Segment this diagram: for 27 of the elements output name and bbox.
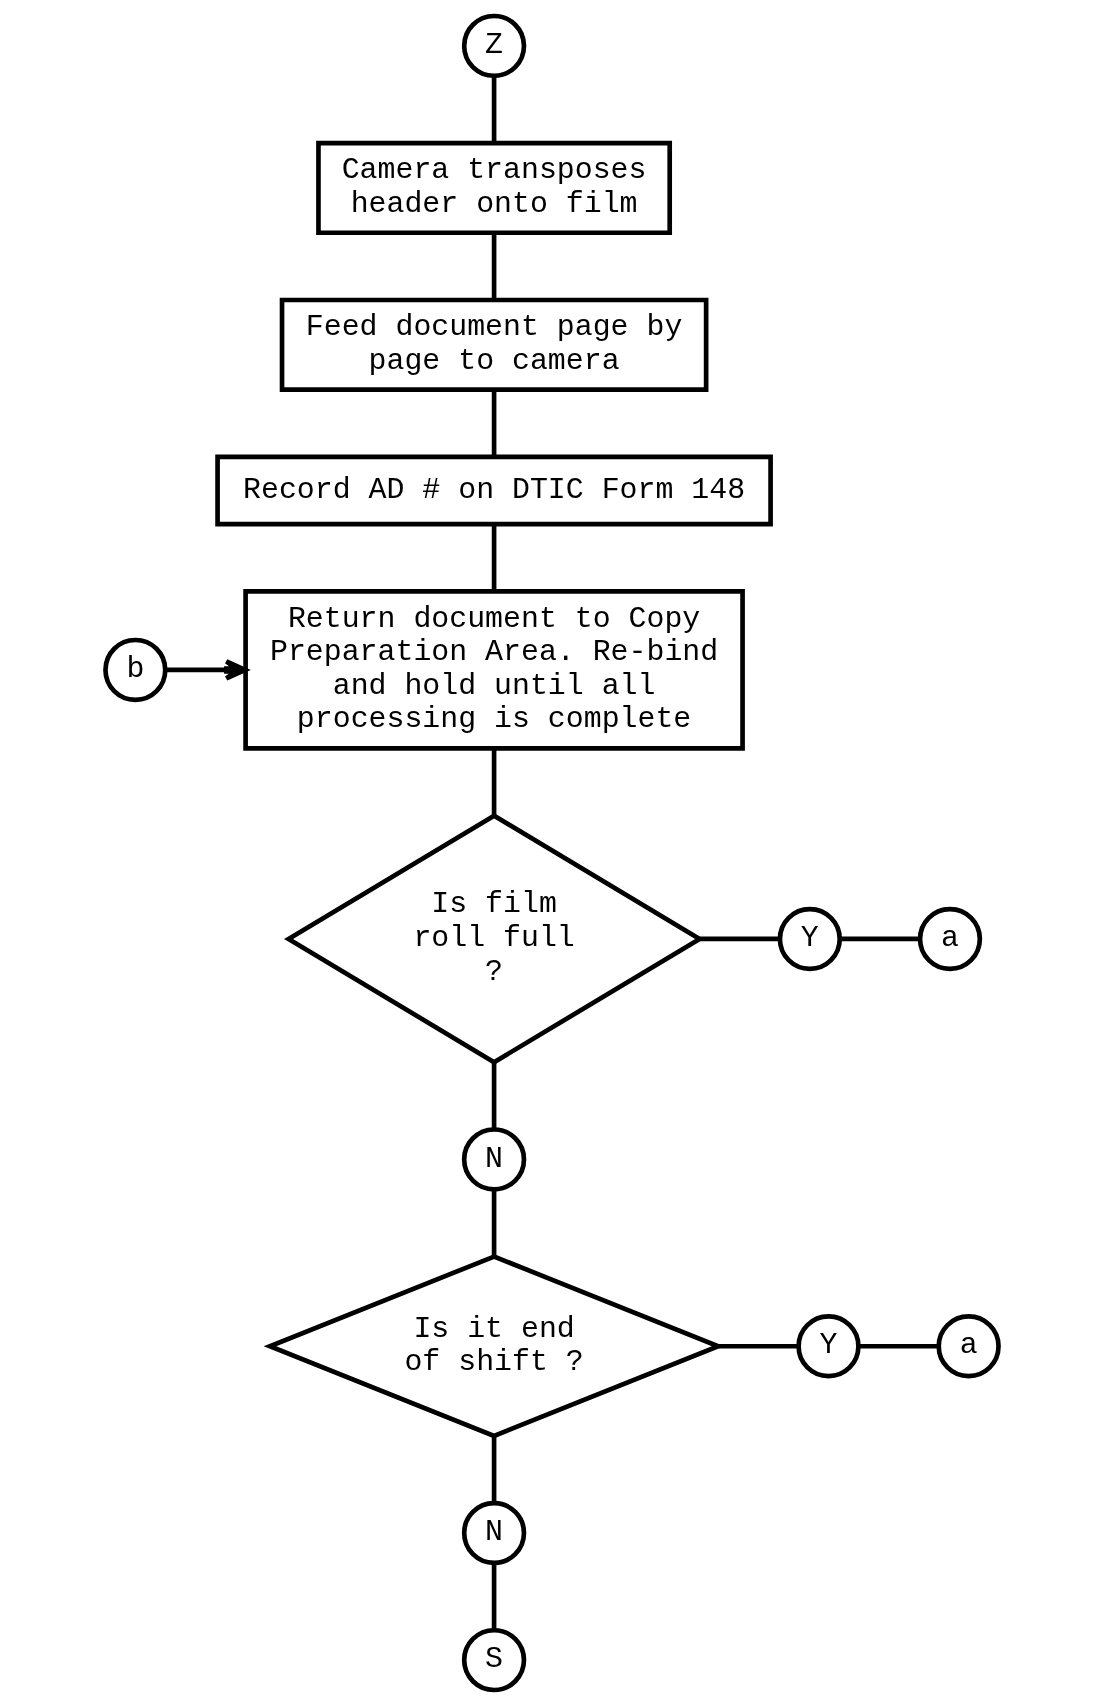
node-box: Feed document page by page to camera [279, 297, 709, 392]
node-circle: Y [796, 1314, 861, 1379]
node-circle: S [461, 1627, 527, 1693]
connector [491, 1189, 497, 1256]
connector [491, 748, 497, 816]
node-box: Return document to Copy Preparation Area. Re-bind and hold until all processing is complete [243, 589, 745, 751]
connector [700, 936, 780, 942]
node-box: Camera transposes header onto film [316, 140, 673, 236]
connector [491, 76, 497, 143]
node-circle: Y [777, 906, 843, 972]
connector [491, 1436, 497, 1503]
connector [718, 1343, 799, 1349]
connector [491, 524, 497, 591]
connector [491, 1563, 497, 1630]
connector [858, 1343, 939, 1349]
connector [491, 390, 497, 457]
node-circle: b [103, 637, 168, 703]
node-circle: N [461, 1127, 527, 1192]
node-circle: Z [461, 13, 527, 79]
connector [491, 1062, 497, 1130]
node-circle: a [936, 1314, 1001, 1379]
connector [491, 233, 497, 300]
arrow [165, 659, 248, 681]
connector [839, 936, 920, 942]
node-box: Record AD # on DTIC Form 148 [215, 454, 773, 527]
node-circle: N [461, 1500, 527, 1566]
node-circle: a [917, 906, 983, 972]
